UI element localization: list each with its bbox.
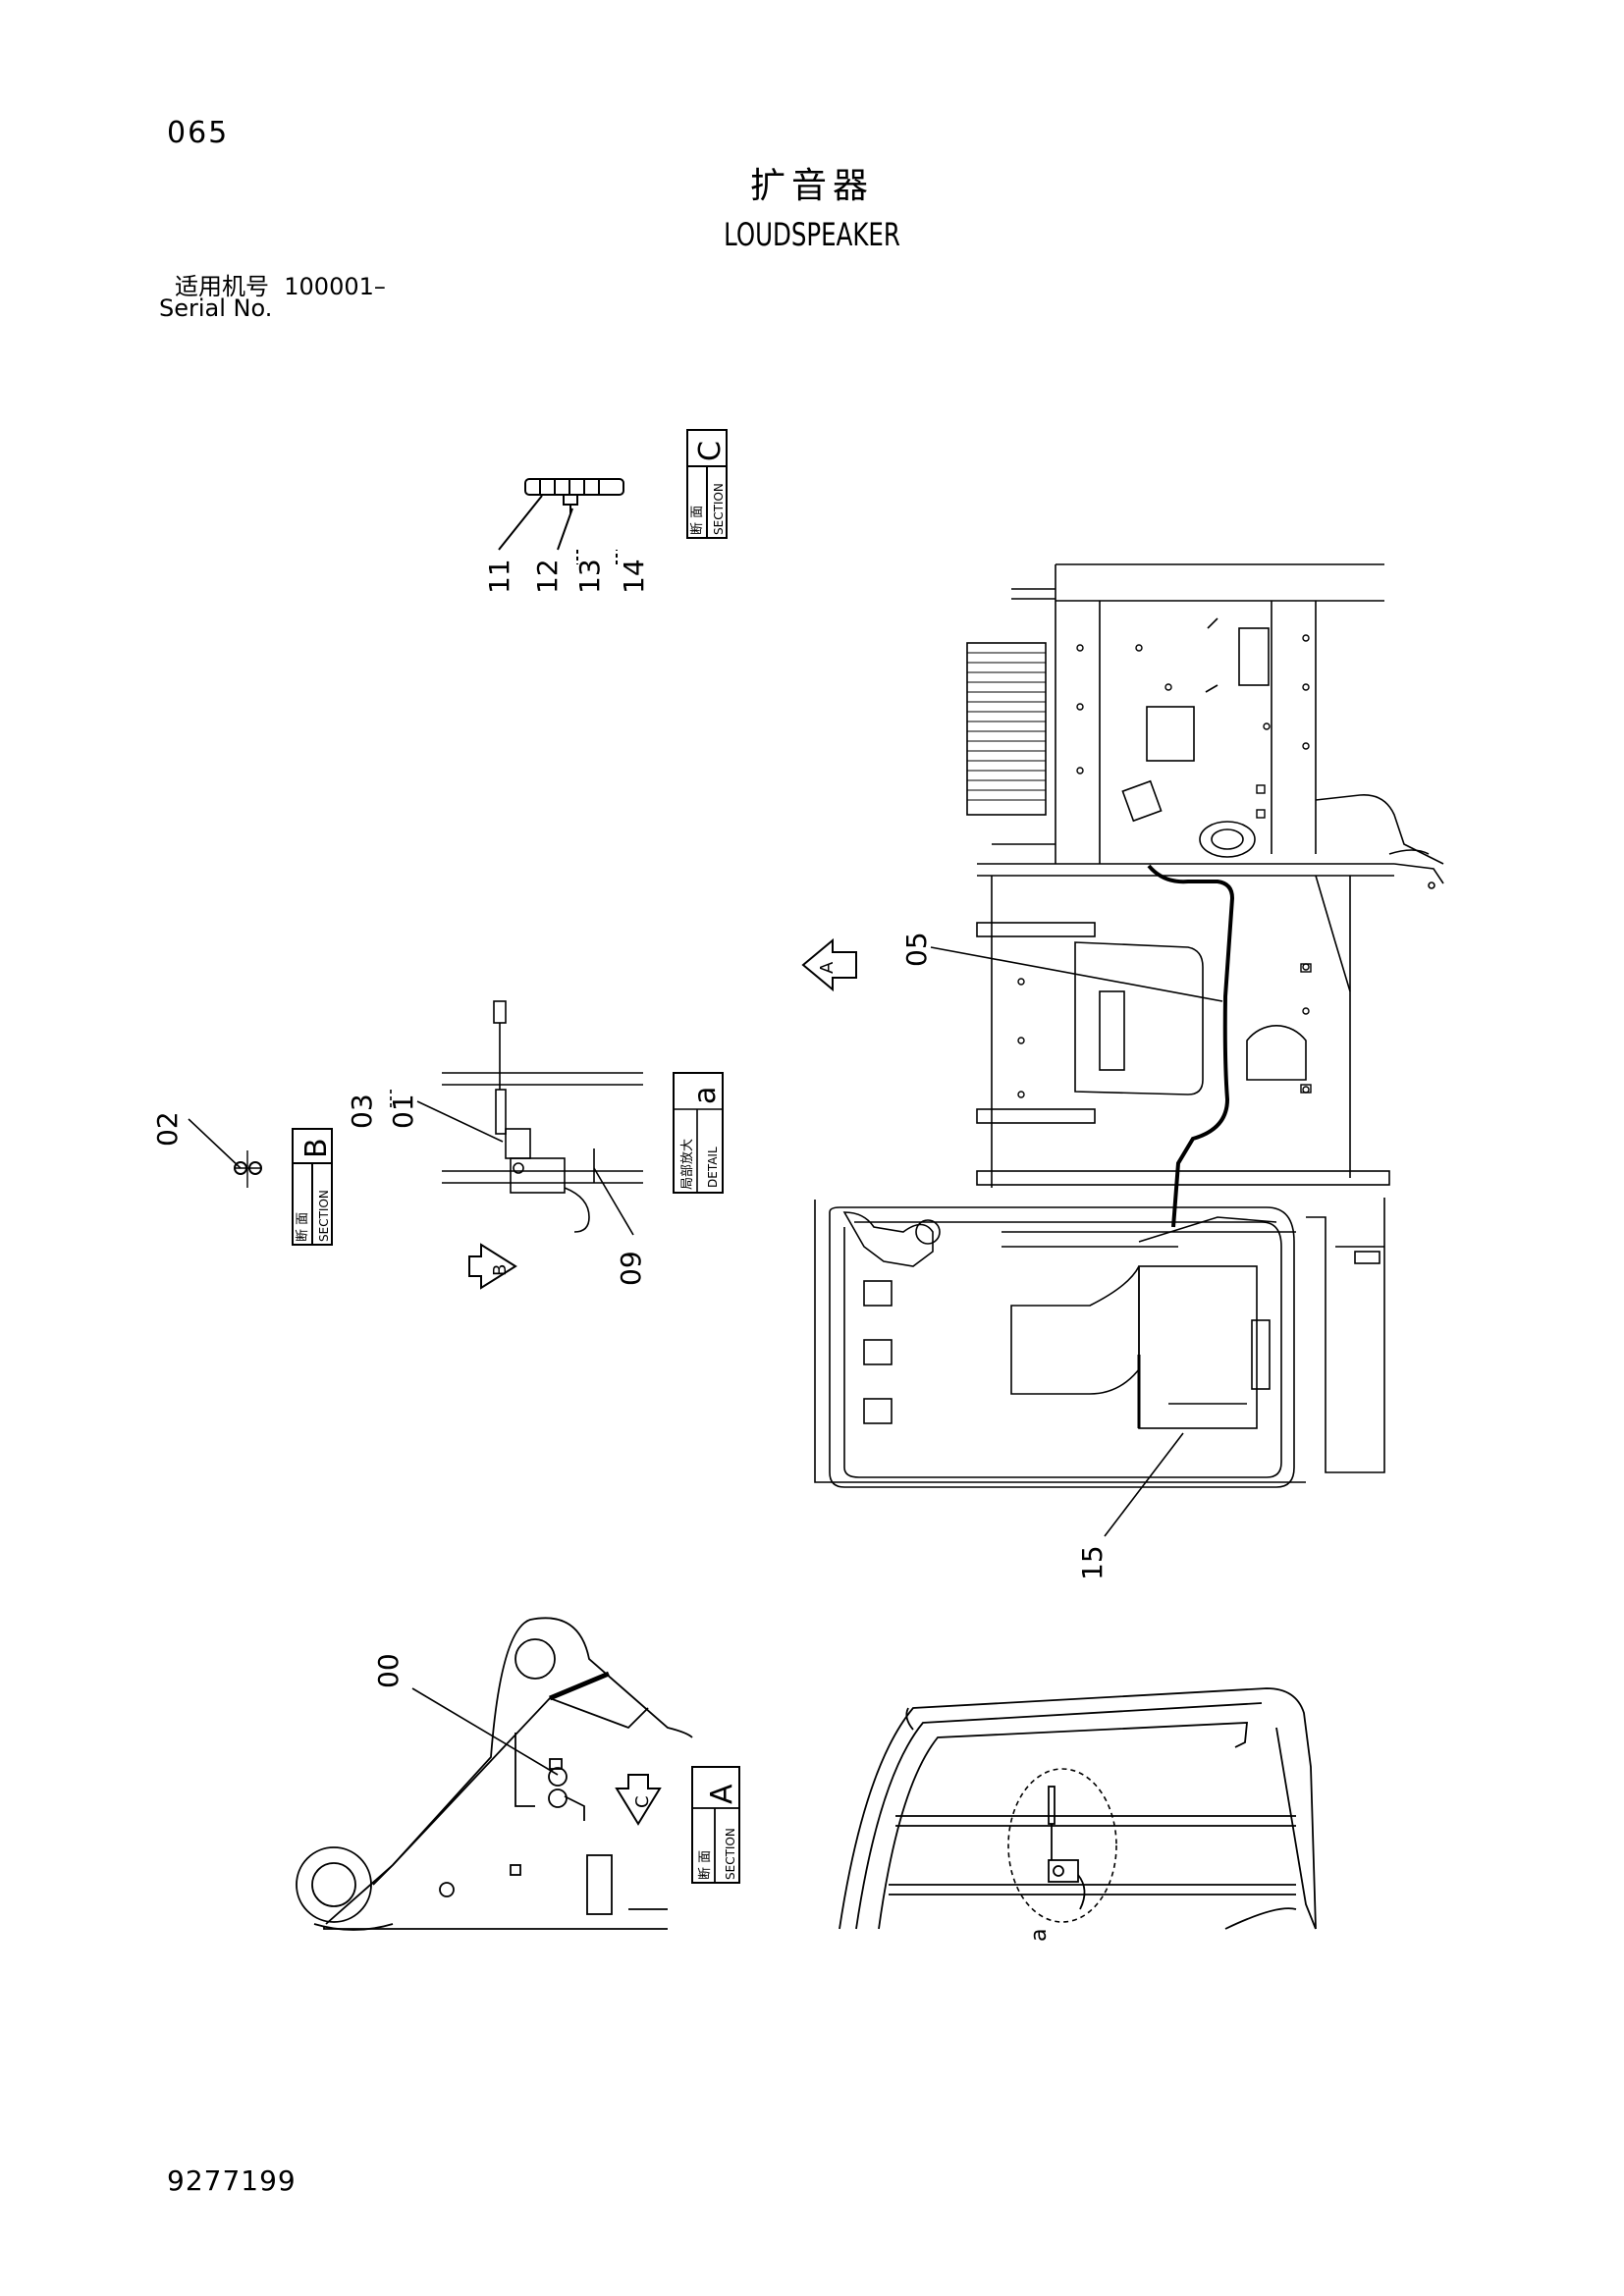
section-a-en: SECTION [724, 1828, 737, 1880]
view-arrow-a: A [801, 937, 857, 992]
section-b-view: B 断 面 SECTION [188, 1118, 334, 1246]
serial-label-cn-text: 适用机号 [175, 273, 269, 300]
detail-a-en: DETAIL [706, 1147, 720, 1188]
section-c-letter: C [693, 441, 728, 461]
view-arrow-b: B [468, 1243, 517, 1290]
section-c-cn: 断 面 [690, 506, 705, 535]
callout-00: 00 [372, 1653, 405, 1688]
document-number: 9277199 [167, 2164, 297, 2197]
radiator-grille [966, 642, 1047, 816]
cab-side-view: a [839, 1687, 1317, 1942]
view-arrow-a-letter: A [817, 961, 838, 974]
page-title-en: LOUDSPEAKER [724, 216, 900, 253]
section-a-view: A 断 面 SECTION [296, 1617, 740, 1931]
microphone-plug [493, 1000, 507, 1024]
section-a-letter: A [705, 1784, 739, 1804]
page-title-cn: 扩音器 [749, 166, 874, 206]
detail-a-letter: a [688, 1087, 723, 1104]
callout-05: 05 [900, 932, 933, 967]
serial-label-en: Serial No. [159, 294, 273, 322]
cab-floor [814, 1200, 1306, 1488]
detail-a-circle [1007, 1768, 1117, 1923]
callout-09: 09 [615, 1251, 647, 1286]
speaker-part [524, 478, 624, 514]
callout-02: 02 [151, 1111, 184, 1147]
callout-15: 15 [1076, 1545, 1109, 1580]
callout-13: 13 [573, 559, 606, 594]
view-arrow-b-letter: B [490, 1264, 511, 1276]
machine-top-view [814, 563, 1444, 1537]
serial-range: 100001– [284, 273, 386, 300]
section-b-letter: B [299, 1138, 334, 1158]
view-arrow-c-letter: C [632, 1795, 653, 1808]
detail-a-callout: a [1027, 1929, 1052, 1942]
serial-label-cn: 适用机号 100001– [175, 267, 386, 301]
section-b-en: SECTION [317, 1190, 331, 1242]
section-c-en: SECTION [712, 483, 726, 535]
callout-11: 11 [483, 559, 515, 594]
section-a-cn: 断 面 [698, 1850, 713, 1880]
detail-a-view: a 局部放大 DETAIL [390, 1000, 724, 1236]
callout-14: 14 [618, 559, 650, 594]
section-b-cn: 断 面 [296, 1212, 310, 1242]
callout-03: 03 [346, 1094, 378, 1129]
callout-01: 01 [387, 1094, 419, 1129]
detail-a-cn: 局部放大 [680, 1139, 695, 1190]
wire-harness [1147, 864, 1235, 1228]
section-c-view: C 断 面 SECTION 11 12 13 14 [483, 429, 728, 594]
callout-12: 12 [531, 559, 564, 594]
view-arrow-c: C [615, 1774, 662, 1826]
page-number: 065 [167, 116, 230, 150]
